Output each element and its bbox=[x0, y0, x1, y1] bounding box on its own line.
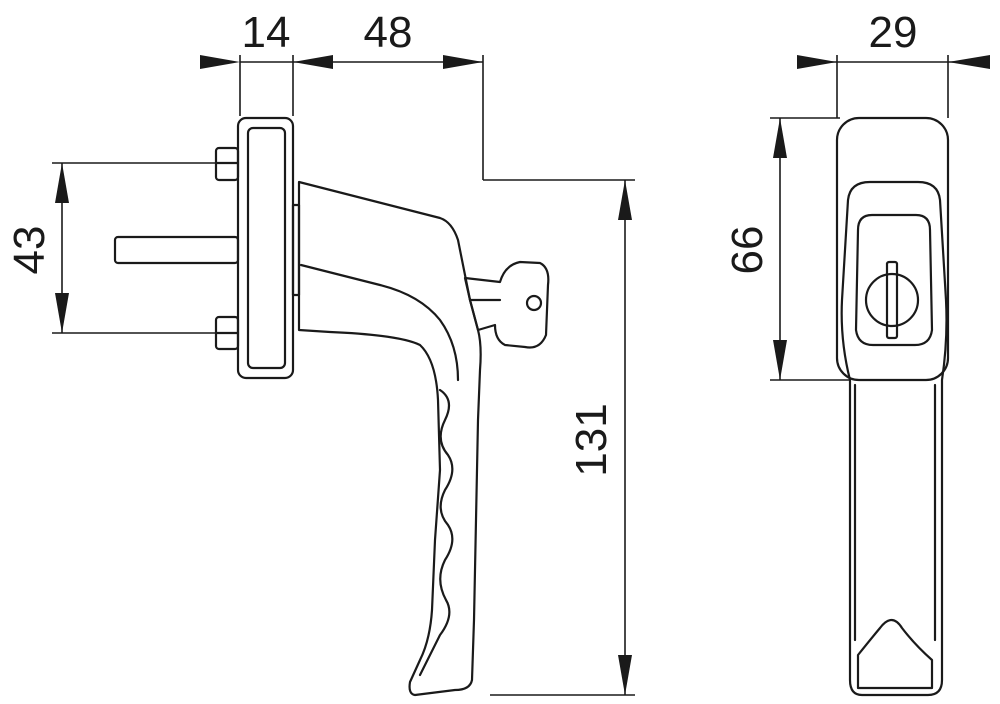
front-view: 29 66 bbox=[723, 8, 990, 697]
dimension-label-29: 29 bbox=[869, 8, 918, 57]
rosette-side bbox=[236, 116, 301, 380]
dimension-label-131: 131 bbox=[567, 403, 616, 476]
dimension-label-66: 66 bbox=[723, 226, 772, 275]
handle-front bbox=[840, 180, 948, 697]
dimension-29 bbox=[797, 55, 990, 69]
dimension-14-48 bbox=[200, 55, 483, 69]
side-view: 14 48 43 131 bbox=[5, 8, 635, 697]
dimension-label-43: 43 bbox=[5, 226, 54, 275]
dimension-66 bbox=[773, 118, 787, 380]
lock-cylinder-icon bbox=[864, 260, 920, 340]
bolt bbox=[214, 146, 240, 182]
key-icon bbox=[463, 260, 550, 349]
rosette-front bbox=[835, 116, 950, 382]
dimension-label-48: 48 bbox=[364, 8, 413, 57]
handle-side bbox=[297, 180, 482, 697]
bolt bbox=[214, 315, 240, 351]
dimension-43 bbox=[55, 163, 69, 333]
dimension-label-14: 14 bbox=[242, 8, 291, 57]
spindle bbox=[113, 235, 240, 265]
dimension-131 bbox=[618, 180, 632, 695]
